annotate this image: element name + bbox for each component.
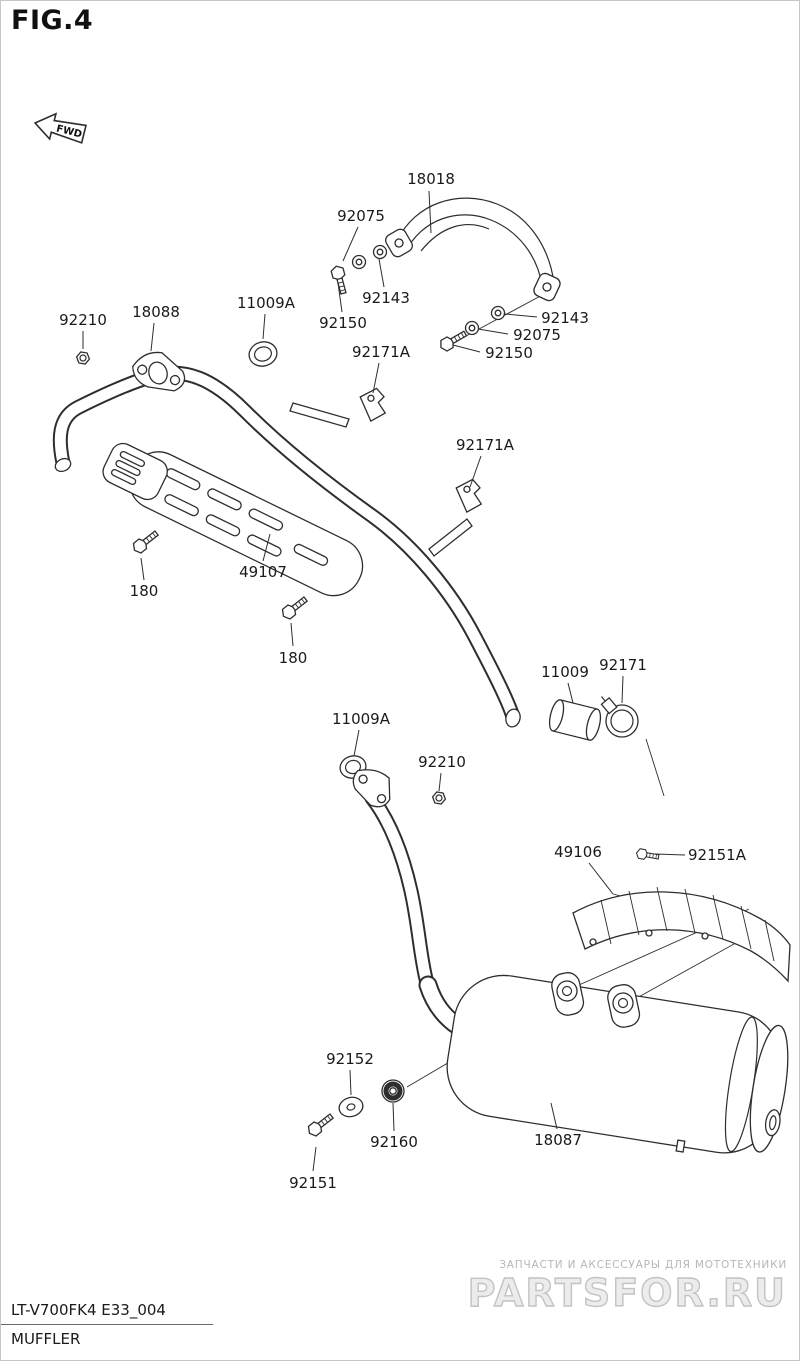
gasket-11009a-front-drawing bbox=[248, 341, 278, 367]
washer-92152-drawing bbox=[338, 1096, 364, 1118]
figure-name: MUFFLER bbox=[11, 1330, 81, 1348]
footer-divider bbox=[1, 1324, 213, 1325]
part-label-92151a: 92151A bbox=[688, 846, 746, 864]
grommet-92160-drawing bbox=[381, 1079, 405, 1103]
part-label-180-left: 180 bbox=[129, 582, 159, 600]
part-label-92075-top: 92075 bbox=[337, 207, 385, 225]
bolt-92150-right-icon bbox=[437, 327, 469, 354]
part-label-11009: 11009 bbox=[541, 663, 589, 681]
rear-flange-drawing bbox=[352, 769, 391, 808]
clamp-strap-drawing bbox=[289, 402, 473, 557]
construction-lines bbox=[406, 292, 762, 1088]
bolt-92075-top-icon bbox=[329, 264, 350, 296]
watermark: ЗАПЧАСТИ И АКСЕССУАРЫ ДЛЯ МОТОТЕХНИКИ PA… bbox=[467, 1259, 787, 1315]
part-label-92143-right: 92143 bbox=[541, 309, 589, 327]
rear-pipe-drawing bbox=[364, 790, 469, 1037]
part-label-92171a-mid: 92171A bbox=[456, 436, 514, 454]
part-label-92210-mid: 92210 bbox=[418, 753, 466, 771]
part-label-180-mid: 180 bbox=[278, 649, 308, 667]
washer-92143-right-icon bbox=[490, 305, 506, 321]
model-code: LT-V700FK4 E33_004 bbox=[11, 1301, 166, 1319]
part-label-92150-right: 92150 bbox=[485, 344, 533, 362]
part-label-11009a-mid: 11009A bbox=[332, 710, 390, 728]
clamp-bracket-92171a-upper-drawing bbox=[359, 387, 387, 422]
leader-lines bbox=[82, 190, 686, 1172]
clamp-bracket-92171a-mid-drawing bbox=[455, 478, 483, 513]
nut-92210-mid-icon bbox=[430, 790, 448, 806]
part-label-92210-left: 92210 bbox=[59, 311, 107, 329]
screw-92151a-icon bbox=[635, 847, 660, 863]
bracket-18018-drawing bbox=[385, 197, 561, 302]
heat-shield-49107-drawing bbox=[102, 442, 364, 597]
figure-title: FIG.4 bbox=[11, 5, 94, 36]
part-label-18088: 18088 bbox=[132, 303, 180, 321]
connector-sleeve-11009-drawing bbox=[548, 699, 602, 741]
washer-92143-top-icon bbox=[372, 244, 388, 260]
part-label-49106: 49106 bbox=[554, 843, 602, 861]
front-pipe-drawing bbox=[52, 365, 521, 728]
part-label-92171: 92171 bbox=[599, 656, 647, 674]
washer-icon bbox=[351, 254, 367, 270]
watermark-tagline: ЗАПЧАСТИ И АКСЕССУАРЫ ДЛЯ МОТОТЕХНИКИ bbox=[499, 1259, 787, 1271]
washer-92075-right-icon bbox=[464, 320, 480, 336]
fwd-arrow: FWD bbox=[33, 112, 87, 144]
part-label-18018: 18018 bbox=[407, 170, 455, 188]
bolt-92151-icon bbox=[305, 1110, 336, 1139]
part-label-11009a-top: 11009A bbox=[237, 294, 295, 312]
bolt-180-left-icon bbox=[130, 527, 161, 556]
heat-shield-49106-drawing bbox=[572, 886, 791, 983]
bolt-180-mid-icon bbox=[279, 593, 310, 622]
part-label-49107: 49107 bbox=[239, 563, 287, 581]
part-label-92075-right: 92075 bbox=[513, 326, 561, 344]
watermark-logo: PARTSFOR.RU bbox=[467, 1271, 787, 1315]
part-label-92151: 92151 bbox=[289, 1174, 337, 1192]
part-label-18087: 18087 bbox=[534, 1131, 582, 1149]
flange-18088-drawing bbox=[132, 351, 186, 392]
nut-92210-left-icon bbox=[74, 350, 92, 366]
part-label-92152: 92152 bbox=[326, 1050, 374, 1068]
part-label-92150-top: 92150 bbox=[319, 314, 367, 332]
part-label-92171a-upper: 92171A bbox=[352, 343, 410, 361]
part-label-92160: 92160 bbox=[370, 1133, 418, 1151]
part-label-92143-top: 92143 bbox=[362, 289, 410, 307]
muffler-mount-bracket-drawing bbox=[551, 972, 641, 1028]
clamp-92171-drawing bbox=[600, 696, 639, 738]
